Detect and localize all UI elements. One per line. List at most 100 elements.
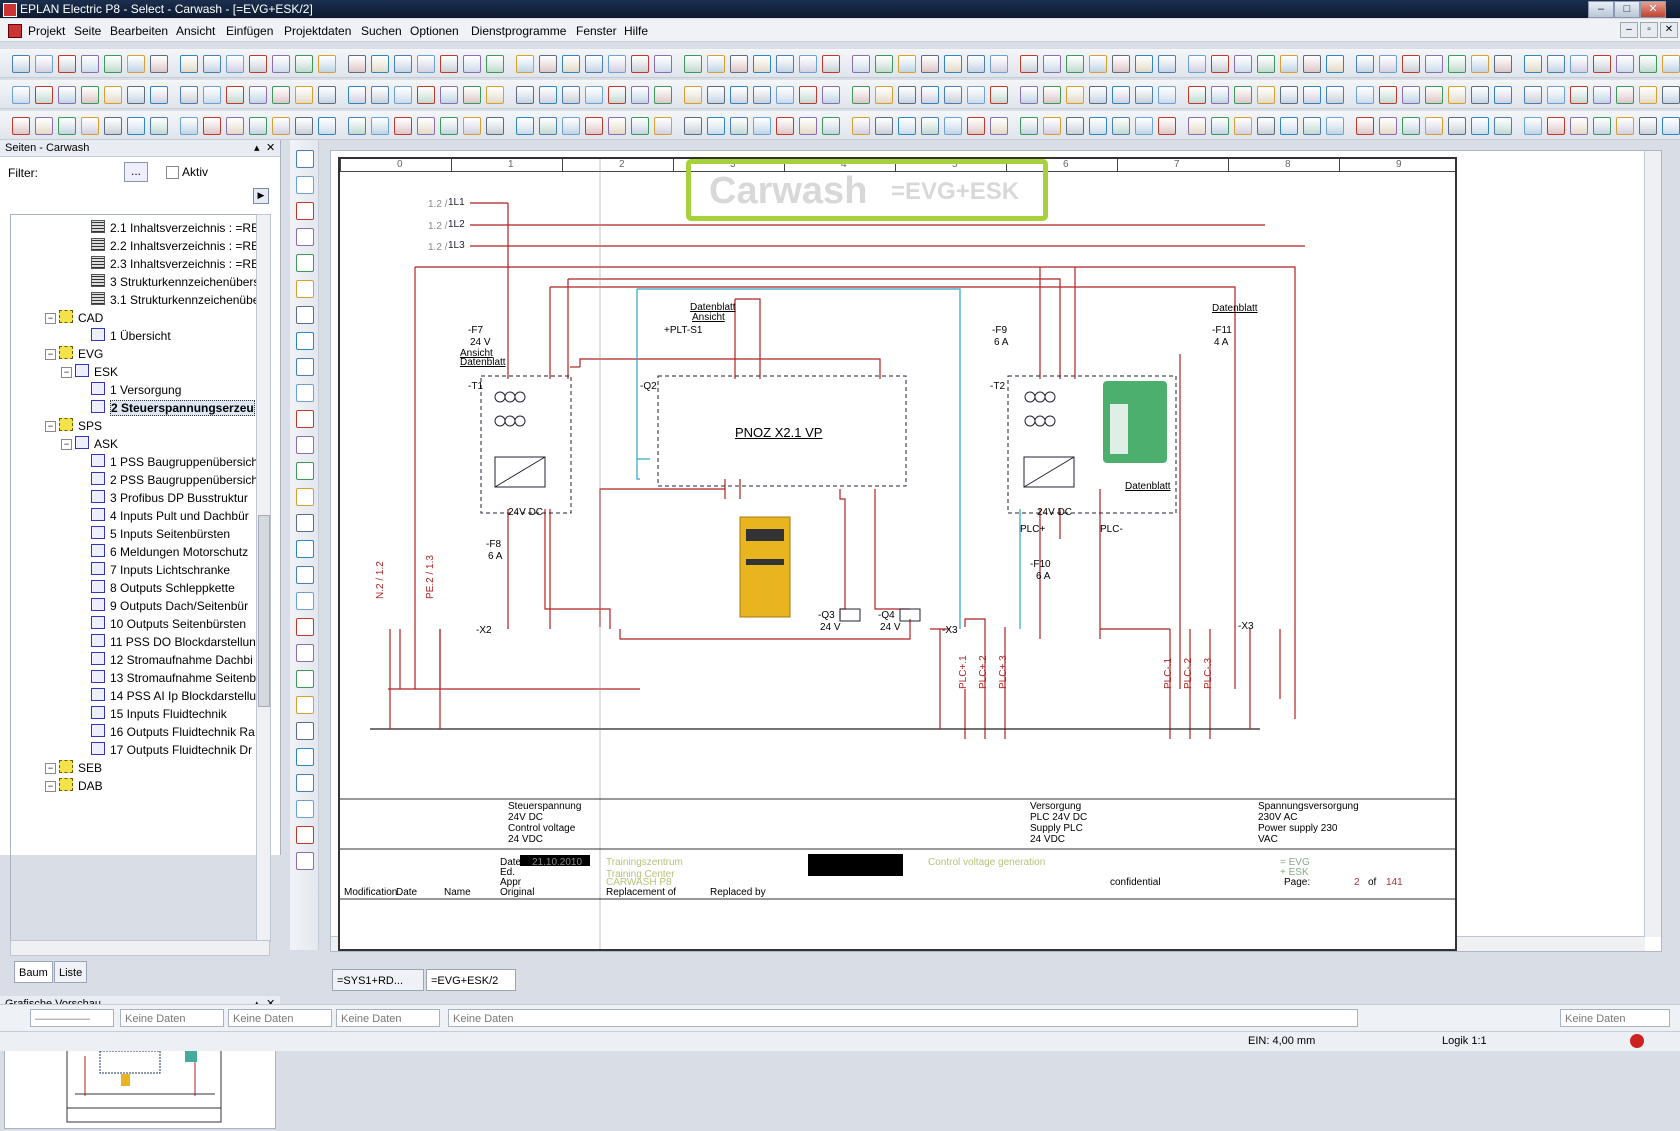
doc-tab-sys1[interactable]: =SYS1+RD... (332, 969, 424, 991)
device-f11[interactable]: -F11 (1212, 325, 1232, 336)
tree-item[interactable]: 7 Inputs Lichtschranke (91, 561, 230, 579)
toolbar-button-icon[interactable] (608, 86, 626, 104)
menu-ansicht[interactable]: Ansicht (176, 24, 216, 38)
toolbar-button-icon[interactable] (852, 117, 870, 135)
toolbar-button-icon[interactable] (1570, 117, 1588, 135)
expand-toggle-icon[interactable]: − (45, 313, 56, 324)
toolbar-button-icon[interactable] (730, 86, 748, 104)
insert-tool-icon[interactable] (296, 332, 314, 350)
tree-item[interactable]: −SPS (45, 417, 102, 435)
toolbar-button-icon[interactable] (967, 86, 985, 104)
toolbar-button-icon[interactable] (944, 117, 962, 135)
insert-tool-icon[interactable] (296, 722, 314, 740)
status-field-2[interactable]: Keine Daten (228, 1009, 332, 1027)
toolbar-button-icon[interactable] (753, 86, 771, 104)
toolbar-button-icon[interactable] (371, 55, 389, 73)
toolbar-button-icon[interactable] (1448, 117, 1466, 135)
toolbar-button-icon[interactable] (1234, 55, 1252, 73)
toolbar-button-icon[interactable] (12, 86, 30, 104)
toolbar-button-icon[interactable] (684, 55, 702, 73)
toolbar-button-icon[interactable] (875, 117, 893, 135)
menu-projekt[interactable]: Projekt (28, 24, 66, 38)
t2-datenblatt[interactable]: Datenblatt (1125, 481, 1171, 492)
toolbar-button-icon[interactable] (1066, 117, 1084, 135)
toolbar-button-icon[interactable] (776, 86, 794, 104)
toolbar-button-icon[interactable] (1188, 117, 1206, 135)
toolbar-button-icon[interactable] (631, 86, 649, 104)
menu-bearbeiten[interactable]: Bearbeiten (110, 24, 169, 38)
toolbar-button-icon[interactable] (799, 86, 817, 104)
forward-arrow-icon[interactable]: ▶ (253, 188, 269, 204)
toolbar-button-icon[interactable] (1326, 86, 1344, 104)
toolbar-button-icon[interactable] (12, 55, 30, 73)
toolbar-button-icon[interactable] (1471, 117, 1489, 135)
insert-tool-icon[interactable] (296, 670, 314, 688)
toolbar-button-icon[interactable] (1135, 117, 1153, 135)
insert-tool-icon[interactable] (296, 176, 314, 194)
toolbar-button-icon[interactable] (1356, 117, 1374, 135)
toolbar-button-icon[interactable] (539, 117, 557, 135)
toolbar-button-icon[interactable] (990, 117, 1008, 135)
toolbar-button-icon[interactable] (1425, 55, 1443, 73)
toolbar-button-icon[interactable] (1112, 117, 1130, 135)
toolbar-button-icon[interactable] (921, 117, 939, 135)
toolbar-button-icon[interactable] (272, 117, 290, 135)
toolbar-button-icon[interactable] (1593, 86, 1611, 104)
toolbar-button-icon[interactable] (35, 117, 53, 135)
toolbar-button-icon[interactable] (822, 117, 840, 135)
toolbar-button-icon[interactable] (516, 55, 534, 73)
device-q2[interactable]: -Q2 (640, 381, 657, 392)
insert-tool-icon[interactable] (296, 644, 314, 662)
toolbar-button-icon[interactable] (1402, 86, 1420, 104)
toolbar-button-icon[interactable] (921, 86, 939, 104)
menu-dienstprogramme[interactable]: Dienstprogramme (471, 24, 567, 38)
toolbar-button-icon[interactable] (226, 86, 244, 104)
toolbar-button-icon[interactable] (58, 55, 76, 73)
toolbar-button-icon[interactable] (226, 117, 244, 135)
toolbar-button-icon[interactable] (463, 117, 481, 135)
aktiv-checkbox[interactable] (166, 166, 179, 179)
toolbar-button-icon[interactable] (1280, 117, 1298, 135)
toolbar-button-icon[interactable] (1524, 117, 1542, 135)
mdi-restore-button[interactable]: ▫ (1640, 22, 1658, 38)
insert-tool-icon[interactable] (296, 436, 314, 454)
toolbar-button-icon[interactable] (1448, 55, 1466, 73)
f7-ansicht[interactable]: Ansicht (460, 348, 493, 359)
toolbar-button-icon[interactable] (944, 86, 962, 104)
toolbar-button-icon[interactable] (318, 117, 336, 135)
expand-toggle-icon[interactable]: − (45, 763, 56, 774)
toolbar-button-icon[interactable] (417, 55, 435, 73)
toolbar-button-icon[interactable] (1188, 86, 1206, 104)
expand-toggle-icon[interactable]: − (45, 349, 56, 360)
toolbar-button-icon[interactable] (631, 55, 649, 73)
plt-ansicht[interactable]: Ansicht (692, 312, 725, 323)
toolbar-button-icon[interactable] (654, 86, 672, 104)
toolbar-button-icon[interactable] (516, 86, 534, 104)
insert-tool-icon[interactable] (296, 774, 314, 792)
toolbar-button-icon[interactable] (1043, 86, 1061, 104)
toolbar-button-icon[interactable] (35, 55, 53, 73)
toolbar-button-icon[interactable] (486, 55, 504, 73)
toolbar-button-icon[interactable] (1425, 86, 1443, 104)
toolbar-button-icon[interactable] (654, 117, 672, 135)
toolbar-button-icon[interactable] (707, 86, 725, 104)
toolbar-button-icon[interactable] (967, 117, 985, 135)
toolbar-button-icon[interactable] (58, 86, 76, 104)
status-field-5[interactable]: Keine Daten (1560, 1009, 1670, 1027)
toolbar-button-icon[interactable] (1379, 86, 1397, 104)
toolbar-button-icon[interactable] (822, 55, 840, 73)
expand-toggle-icon[interactable]: − (61, 439, 72, 450)
device-plt-s1[interactable]: +PLT-S1 (664, 325, 703, 336)
toolbar-button-icon[interactable] (104, 55, 122, 73)
toolbar-button-icon[interactable] (875, 55, 893, 73)
toolbar-button-icon[interactable] (463, 55, 481, 73)
toolbar-button-icon[interactable] (1257, 86, 1275, 104)
tree-item[interactable]: 8 Outputs Schleppkette (91, 579, 235, 597)
tree-item[interactable]: 17 Outputs Fluidtechnik Dr (91, 741, 252, 759)
toolbar-button-icon[interactable] (203, 86, 221, 104)
toolbar-button-icon[interactable] (898, 86, 916, 104)
toolbar-button-icon[interactable] (562, 55, 580, 73)
toolbar-button-icon[interactable] (539, 55, 557, 73)
toolbar-button-icon[interactable] (127, 86, 145, 104)
toolbar-button-icon[interactable] (1570, 55, 1588, 73)
